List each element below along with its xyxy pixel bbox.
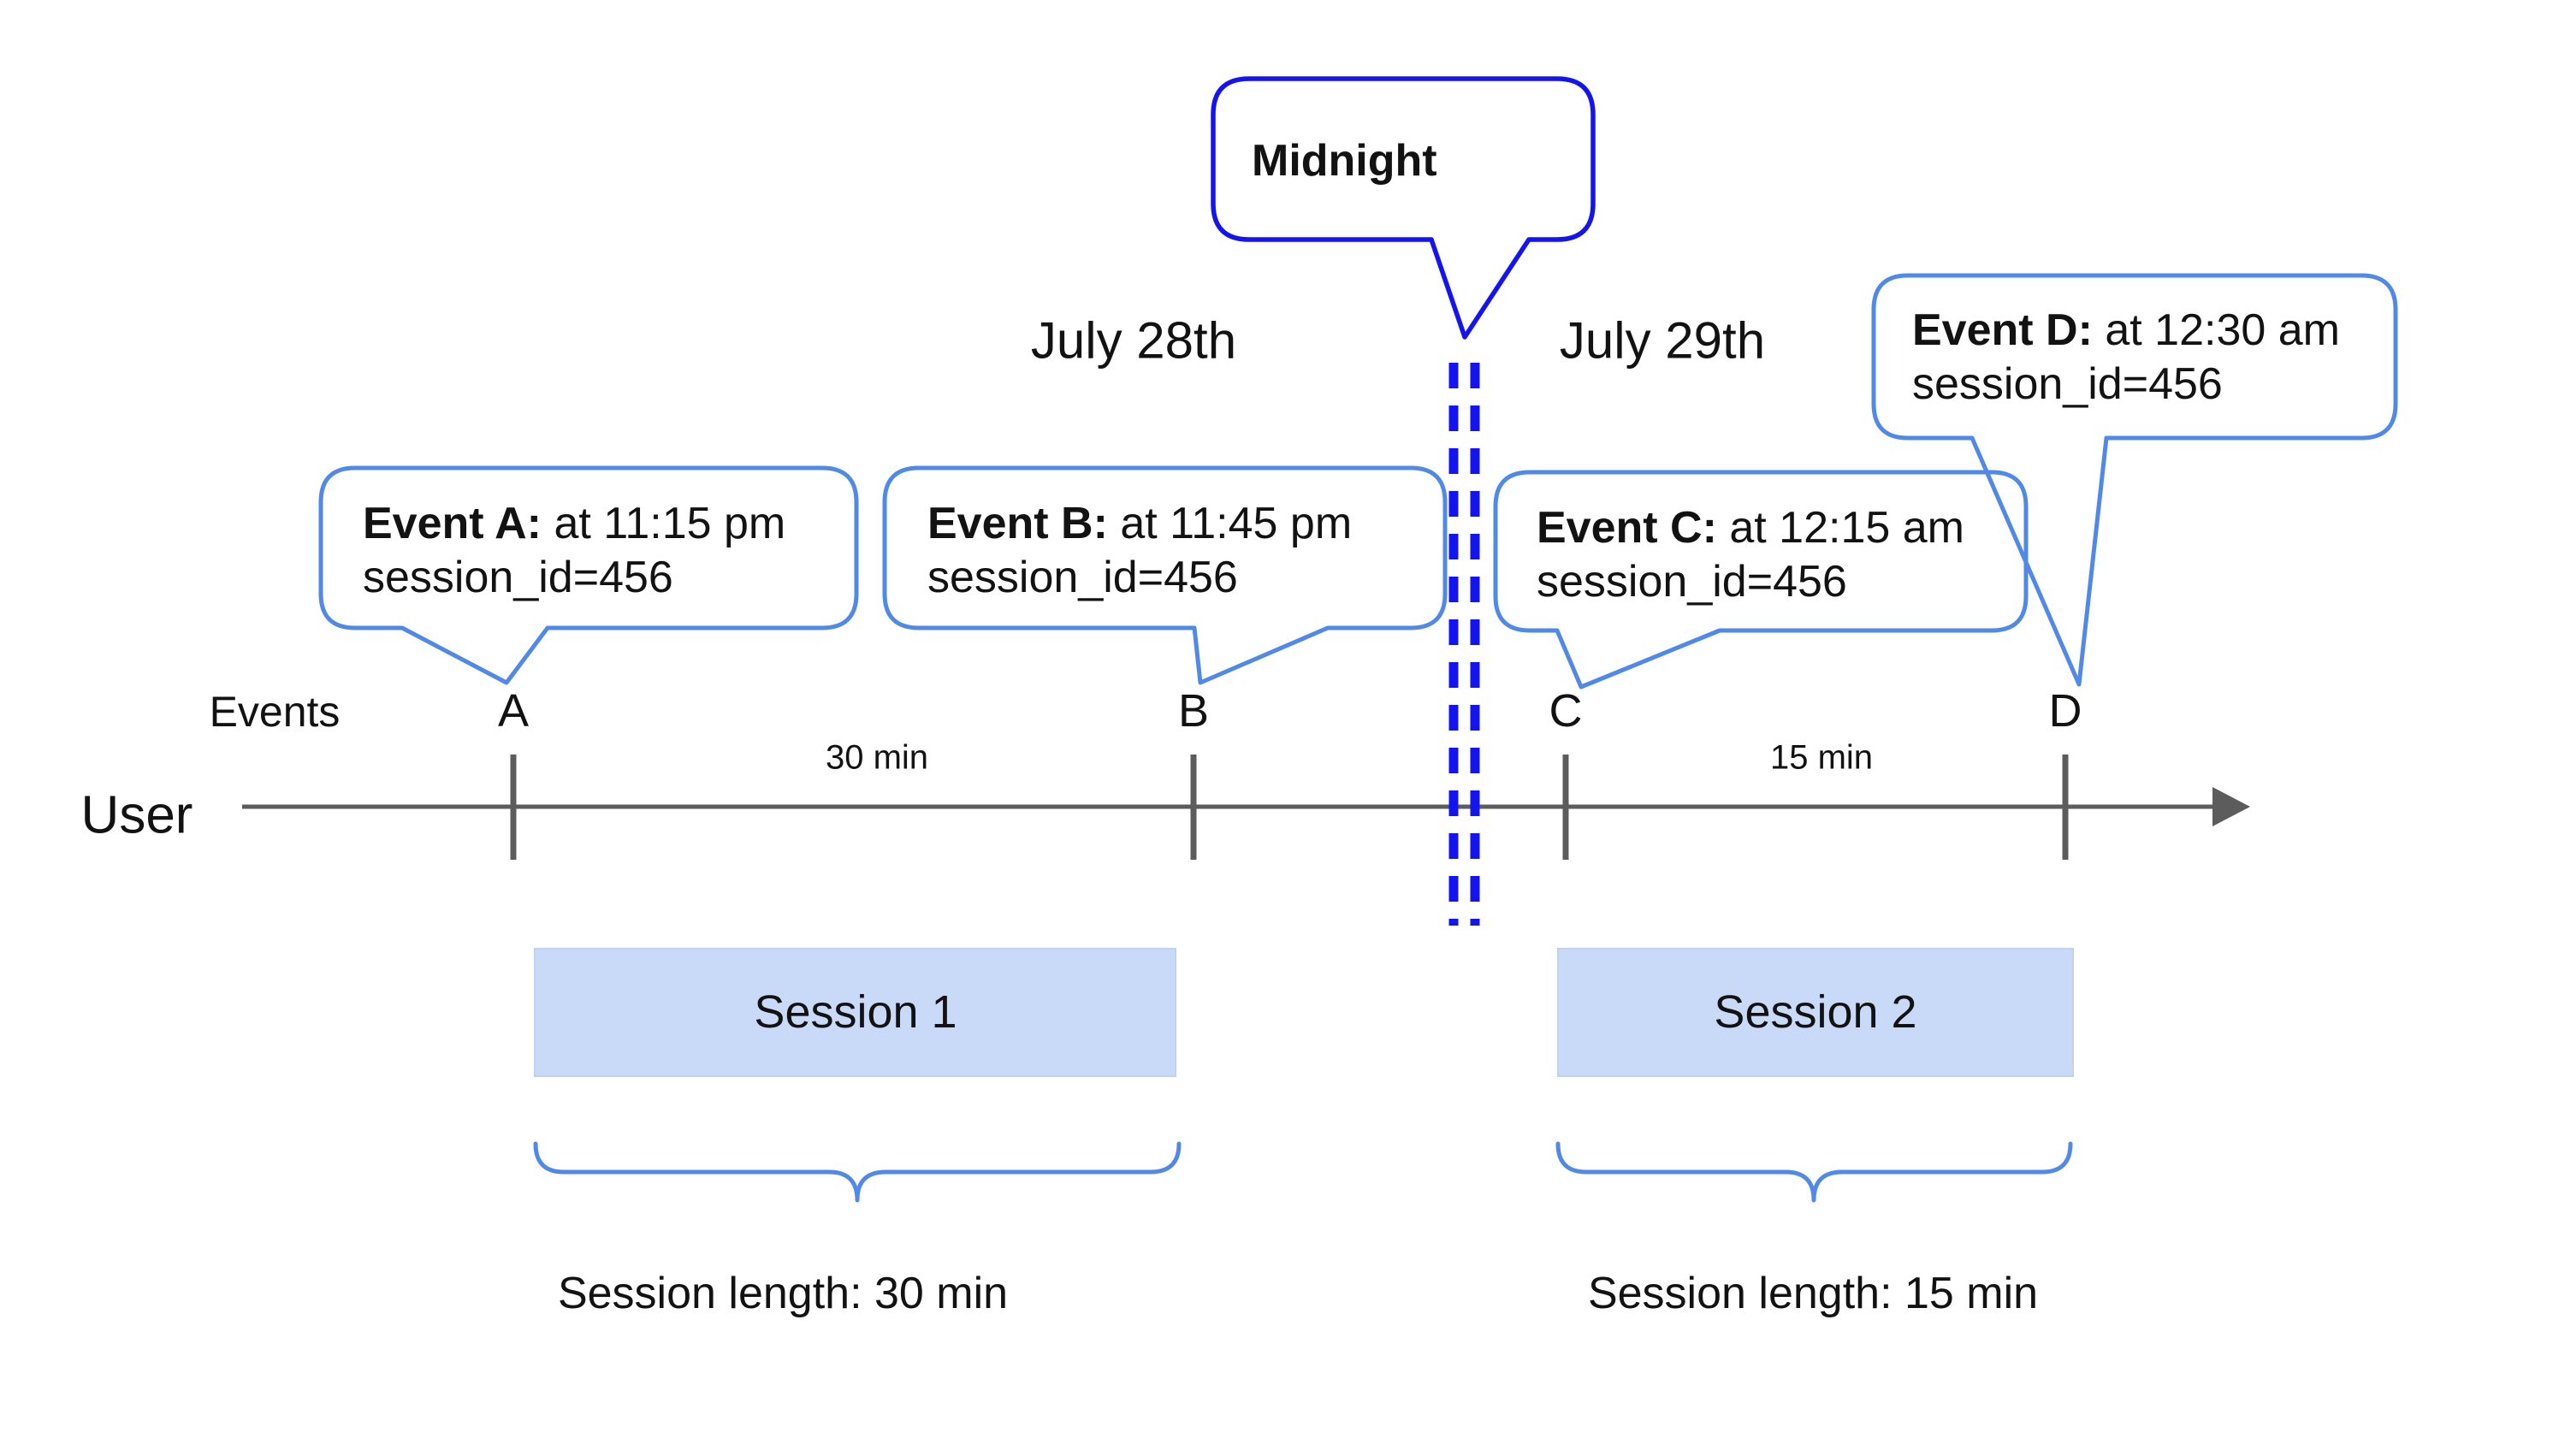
- tick-label-d: D: [2048, 685, 2082, 737]
- event-d-line2: session_id=456: [1912, 359, 2223, 409]
- event-c-bubble-fill: [1496, 472, 2026, 630]
- date-july-29: July 29th: [1559, 311, 1766, 370]
- event-b-bubble: [882, 465, 1448, 685]
- tick-label-a: A: [497, 685, 530, 737]
- event-d-callout: Event D: at 12:30 am session_id=456: [1912, 304, 2340, 411]
- event-c-callout: Event C: at 12:15 am session_id=456: [1537, 501, 1964, 609]
- event-a-line2: session_id=456: [363, 553, 673, 602]
- event-c-line2: session_id=456: [1537, 557, 1847, 607]
- midnight-bubble: [1211, 76, 1596, 340]
- arrow-right-icon: [2212, 787, 2250, 826]
- interval-30min-label: 30 min: [825, 738, 929, 777]
- session1-length-label: Session length: 30 min: [557, 1269, 1009, 1318]
- event-a-line1: Event A: at 11:15 pm: [363, 499, 786, 548]
- event-c-line1: Event C: at 12:15 am: [1537, 503, 1964, 553]
- event-d-line1: Event D: at 12:30 am: [1912, 305, 2340, 355]
- event-a-callout: Event A: at 11:15 pm session_id=456: [363, 497, 785, 605]
- session1-box: [534, 948, 1176, 1077]
- user-axis-label: User: [80, 785, 193, 845]
- session2-box: [1557, 948, 2074, 1077]
- date-july-28: July 28th: [1030, 311, 1237, 370]
- event-a-bubble-fill: [321, 468, 856, 628]
- event-a-bubble: [318, 465, 859, 685]
- events-row-label: Events: [209, 688, 341, 736]
- session1-label: Session 1: [754, 986, 957, 1038]
- event-b-line2: session_id=456: [927, 553, 1238, 602]
- session2-length-brace: [1555, 1141, 2073, 1203]
- event-d-bubble-fill: [1874, 275, 2396, 438]
- tick-label-b: B: [1177, 685, 1210, 737]
- event-b-line1: Event B: at 11:45 pm: [927, 499, 1353, 548]
- midnight-label: Midnight: [1252, 136, 1437, 186]
- session2-label: Session 2: [1714, 986, 1917, 1038]
- event-b-callout: Event B: at 11:45 pm session_id=456: [927, 497, 1352, 605]
- interval-15min-label: 15 min: [1769, 738, 1874, 777]
- event-b-bubble-fill: [885, 468, 1445, 628]
- midnight-bubble-fill: [1213, 79, 1593, 240]
- event-d-bubble: [1871, 273, 2398, 687]
- session1-length-brace: [533, 1141, 1182, 1203]
- tick-label-c: C: [1549, 685, 1583, 737]
- session2-length-label: Session length: 15 min: [1587, 1269, 2039, 1318]
- event-c-bubble: [1493, 470, 2029, 690]
